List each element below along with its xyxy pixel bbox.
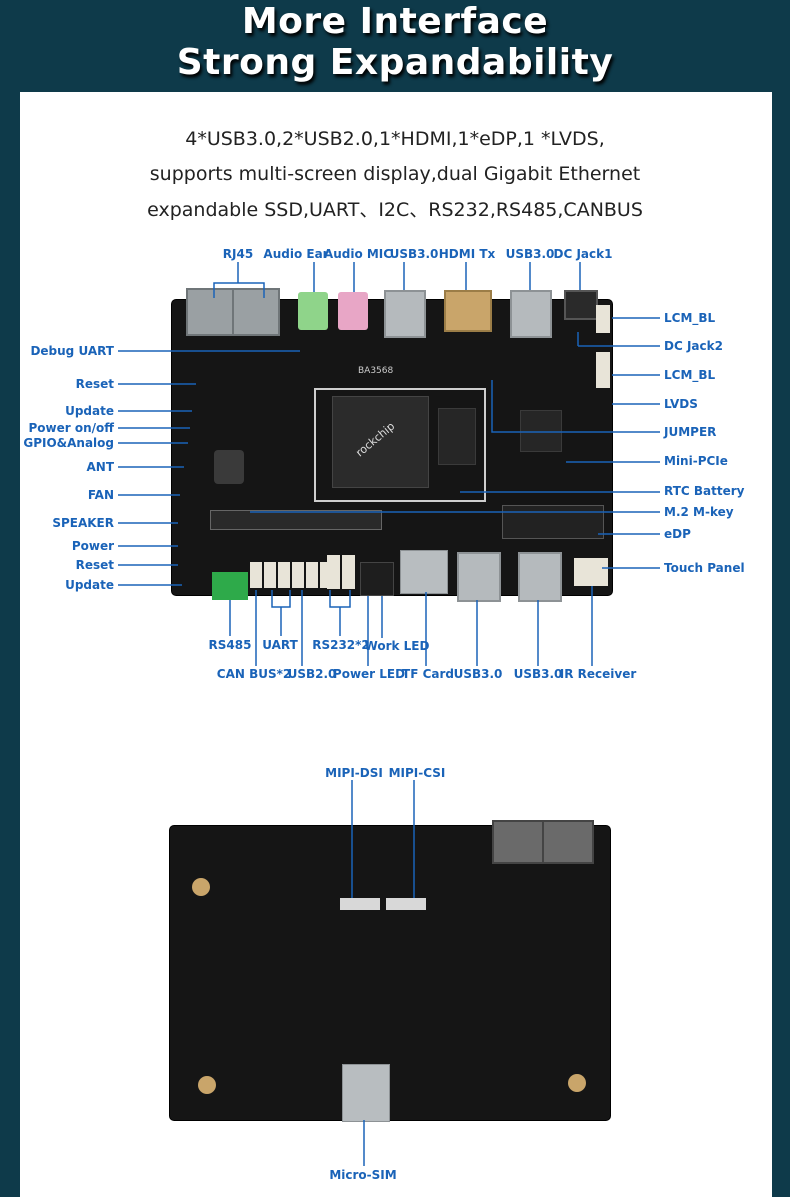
- soc-chip: [332, 396, 429, 488]
- rj45-back: [492, 820, 544, 864]
- label-update-2: Update: [65, 578, 114, 592]
- label-can-bus: CAN BUS*2: [216, 667, 292, 681]
- m2-slot: [210, 510, 382, 530]
- label-reset-1: Reset: [75, 377, 114, 391]
- page-title-line2: Strong Expandability: [176, 42, 614, 83]
- label-lvds: LVDS: [664, 397, 698, 411]
- mipi-dsi-connector: [340, 898, 380, 910]
- label-power-led: Power LED: [332, 667, 406, 681]
- label-work-led: Work LED: [364, 639, 430, 653]
- mounting-hole: [192, 878, 210, 896]
- rj45-port: [232, 288, 280, 336]
- label-update-1: Update: [65, 404, 114, 418]
- label-lcm-bl-1: LCM_BL: [664, 311, 716, 325]
- label-hdmi-tx: HDMI Tx: [438, 247, 496, 261]
- usb3-port: [510, 290, 552, 338]
- label-mini-pcie: Mini-PCIe: [664, 454, 728, 468]
- label-tf-card: TF Card: [402, 667, 454, 681]
- label-dc-jack1: DC Jack1: [553, 247, 613, 261]
- label-usb3-top-2: USB3.0: [505, 247, 555, 261]
- wifi-module: [214, 450, 244, 484]
- label-micro-sim: Micro-SIM: [329, 1168, 397, 1182]
- page-title-line1: More Interface: [241, 1, 549, 42]
- label-ant: ANT: [86, 460, 114, 474]
- label-audio-mic: Audio MIC: [323, 247, 393, 261]
- soc-area: [314, 388, 486, 502]
- label-usb2: USB2.0: [287, 667, 337, 681]
- label-mipi-csi: MIPI-CSI: [388, 766, 446, 780]
- lcm-bl-connector: [596, 352, 610, 388]
- mipi-csi-connector: [386, 898, 426, 910]
- label-m2-m-key: M.2 M-key: [664, 505, 734, 519]
- ram-chip: [520, 410, 562, 452]
- usb3-port: [457, 552, 501, 602]
- back-board: [170, 820, 610, 1122]
- mounting-hole: [198, 1076, 216, 1094]
- micro-sim-slot: [342, 1064, 390, 1122]
- ram-chip: [438, 408, 476, 465]
- label-fan: FAN: [87, 488, 114, 502]
- label-rj45: RJ45: [222, 247, 254, 261]
- label-usb3-bottom-2: USB3.0: [513, 667, 563, 681]
- label-power-on-off: Power on/off: [28, 421, 115, 435]
- label-debug-uart: Debug UART: [30, 344, 114, 358]
- description-line2: supports multi-screen display,dual Gigab…: [149, 163, 641, 185]
- label-usb3-top-1: USB3.0: [389, 247, 439, 261]
- white-headers: [250, 562, 332, 588]
- led-block: [360, 562, 394, 596]
- label-reset-2: Reset: [75, 558, 114, 572]
- label-audio-ear: Audio Ear: [263, 247, 329, 261]
- label-rtc-battery: RTC Battery: [664, 484, 745, 498]
- label-speaker: SPEAKER: [52, 516, 114, 530]
- label-jumper: JUMPER: [664, 425, 717, 439]
- label-usb3-bottom-1: USB3.0: [453, 667, 503, 681]
- mounting-hole: [568, 1074, 586, 1092]
- label-gpio-analog: GPIO&Analog: [23, 436, 114, 450]
- description-line3: expandable SSD,UART、I2C、RS232,RS485,CANB…: [147, 199, 643, 221]
- rs232-headers: [327, 555, 357, 589]
- audio-ear-jack: [298, 292, 328, 330]
- usb3-port: [518, 552, 562, 602]
- minipcie-slot: [502, 505, 604, 539]
- tf-card-slot: [400, 550, 448, 594]
- label-edp: eDP: [664, 527, 691, 541]
- label-ir-receiver: IR Receiver: [559, 667, 637, 681]
- label-lcm-bl-2: LCM_BL: [664, 368, 716, 382]
- rj45-back: [542, 820, 594, 864]
- label-power: Power: [71, 539, 114, 553]
- rs485-terminal: [212, 572, 248, 600]
- description-line1: 4*USB3.0,2*USB2.0,1*HDMI,1*eDP,1 *LVDS,: [185, 128, 605, 150]
- label-dc-jack2: DC Jack2: [664, 339, 723, 353]
- label-touch-panel: Touch Panel: [664, 561, 745, 575]
- label-rs485: RS485: [208, 638, 252, 652]
- audio-mic-jack: [338, 292, 368, 330]
- label-uart: UART: [262, 638, 298, 652]
- touch-panel-connector: [574, 558, 608, 586]
- hdmi-port: [444, 290, 492, 332]
- front-board: BA3568 rockchip: [172, 288, 612, 602]
- usb3-port: [384, 290, 426, 338]
- label-rs232: RS232*2: [312, 638, 370, 652]
- label-mipi-dsi: MIPI-DSI: [325, 766, 383, 780]
- lcm-bl-connector: [596, 305, 610, 333]
- soc-label: BA3568: [358, 366, 394, 376]
